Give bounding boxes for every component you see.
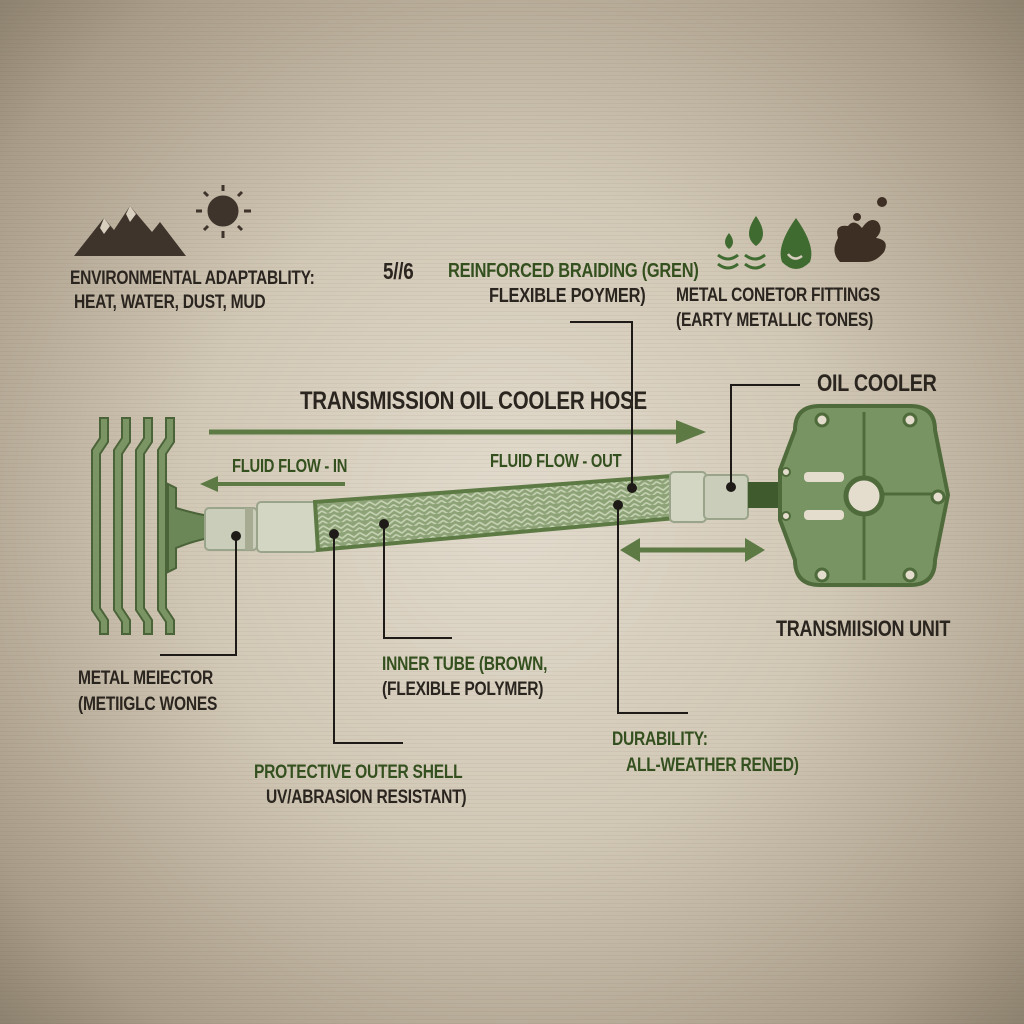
leader-lines [160,321,800,744]
environmental-label-line2: HEAT, WATER, DUST, MUD [74,292,266,313]
double-arrow [620,538,765,562]
flow-out-label: FLUID FLOW - OUT [490,451,622,471]
fittings-label-line1: METAL CONETOR FITTINGS [676,285,881,306]
environmental-label-line1: ENVIRONMENTAL ADAPTABLITY: [70,268,315,289]
inner-tube-label-line2: (FLEXIBLE POLYMER) [382,679,544,700]
flow-out-arrow [209,420,706,444]
flow-in-label: FLUID FLOW - IN [232,456,348,476]
durability-label-line2: ALL-WEATHER RENED) [626,755,799,776]
size-label: 5//6 [383,258,414,284]
left-metal-fitting [204,501,318,553]
mud-splash-icon [834,197,887,262]
transmission-unit [778,404,951,587]
inner-tube-label-line1: INNER TUBE (BROWN, [382,654,548,675]
transmission-unit-label: TRANSMIISION UNIT [776,616,951,641]
diagram-title: TRANSMISSION OIL COOLER HOSE [300,387,647,415]
right-metal-fitting [669,471,780,523]
fittings-label-line2: (EARTY METALLIC TONES) [676,310,874,331]
connector-label-line2: (METIIGLC WONES [78,694,218,715]
braiding-label-line2: FLEXIBLE POYMER) [489,285,646,307]
sun-icon [196,185,251,238]
radiator-fins [91,417,175,635]
braiding-label-line1: REINFORCED BRAIDING (GREN) [448,260,699,282]
outer-shell-label-line1: PROTECTIVE OUTER SHELL [254,762,463,783]
flow-in-arrow [200,476,345,492]
outer-shell-label-line2: UV/ABRASION RESISTANT) [266,787,467,808]
oil-cooler-label: OIL COOLER [817,370,937,397]
water-drops-icon [717,216,766,270]
leader-dots [231,482,736,541]
connector-label-line1: METAL MEIECTOR [78,668,214,689]
durability-label-line1: DURABILITY: [612,729,708,750]
water-drop-icon [780,218,812,269]
braided-hose [312,473,679,553]
mountain-icon [74,206,186,256]
left-flange [167,482,211,574]
